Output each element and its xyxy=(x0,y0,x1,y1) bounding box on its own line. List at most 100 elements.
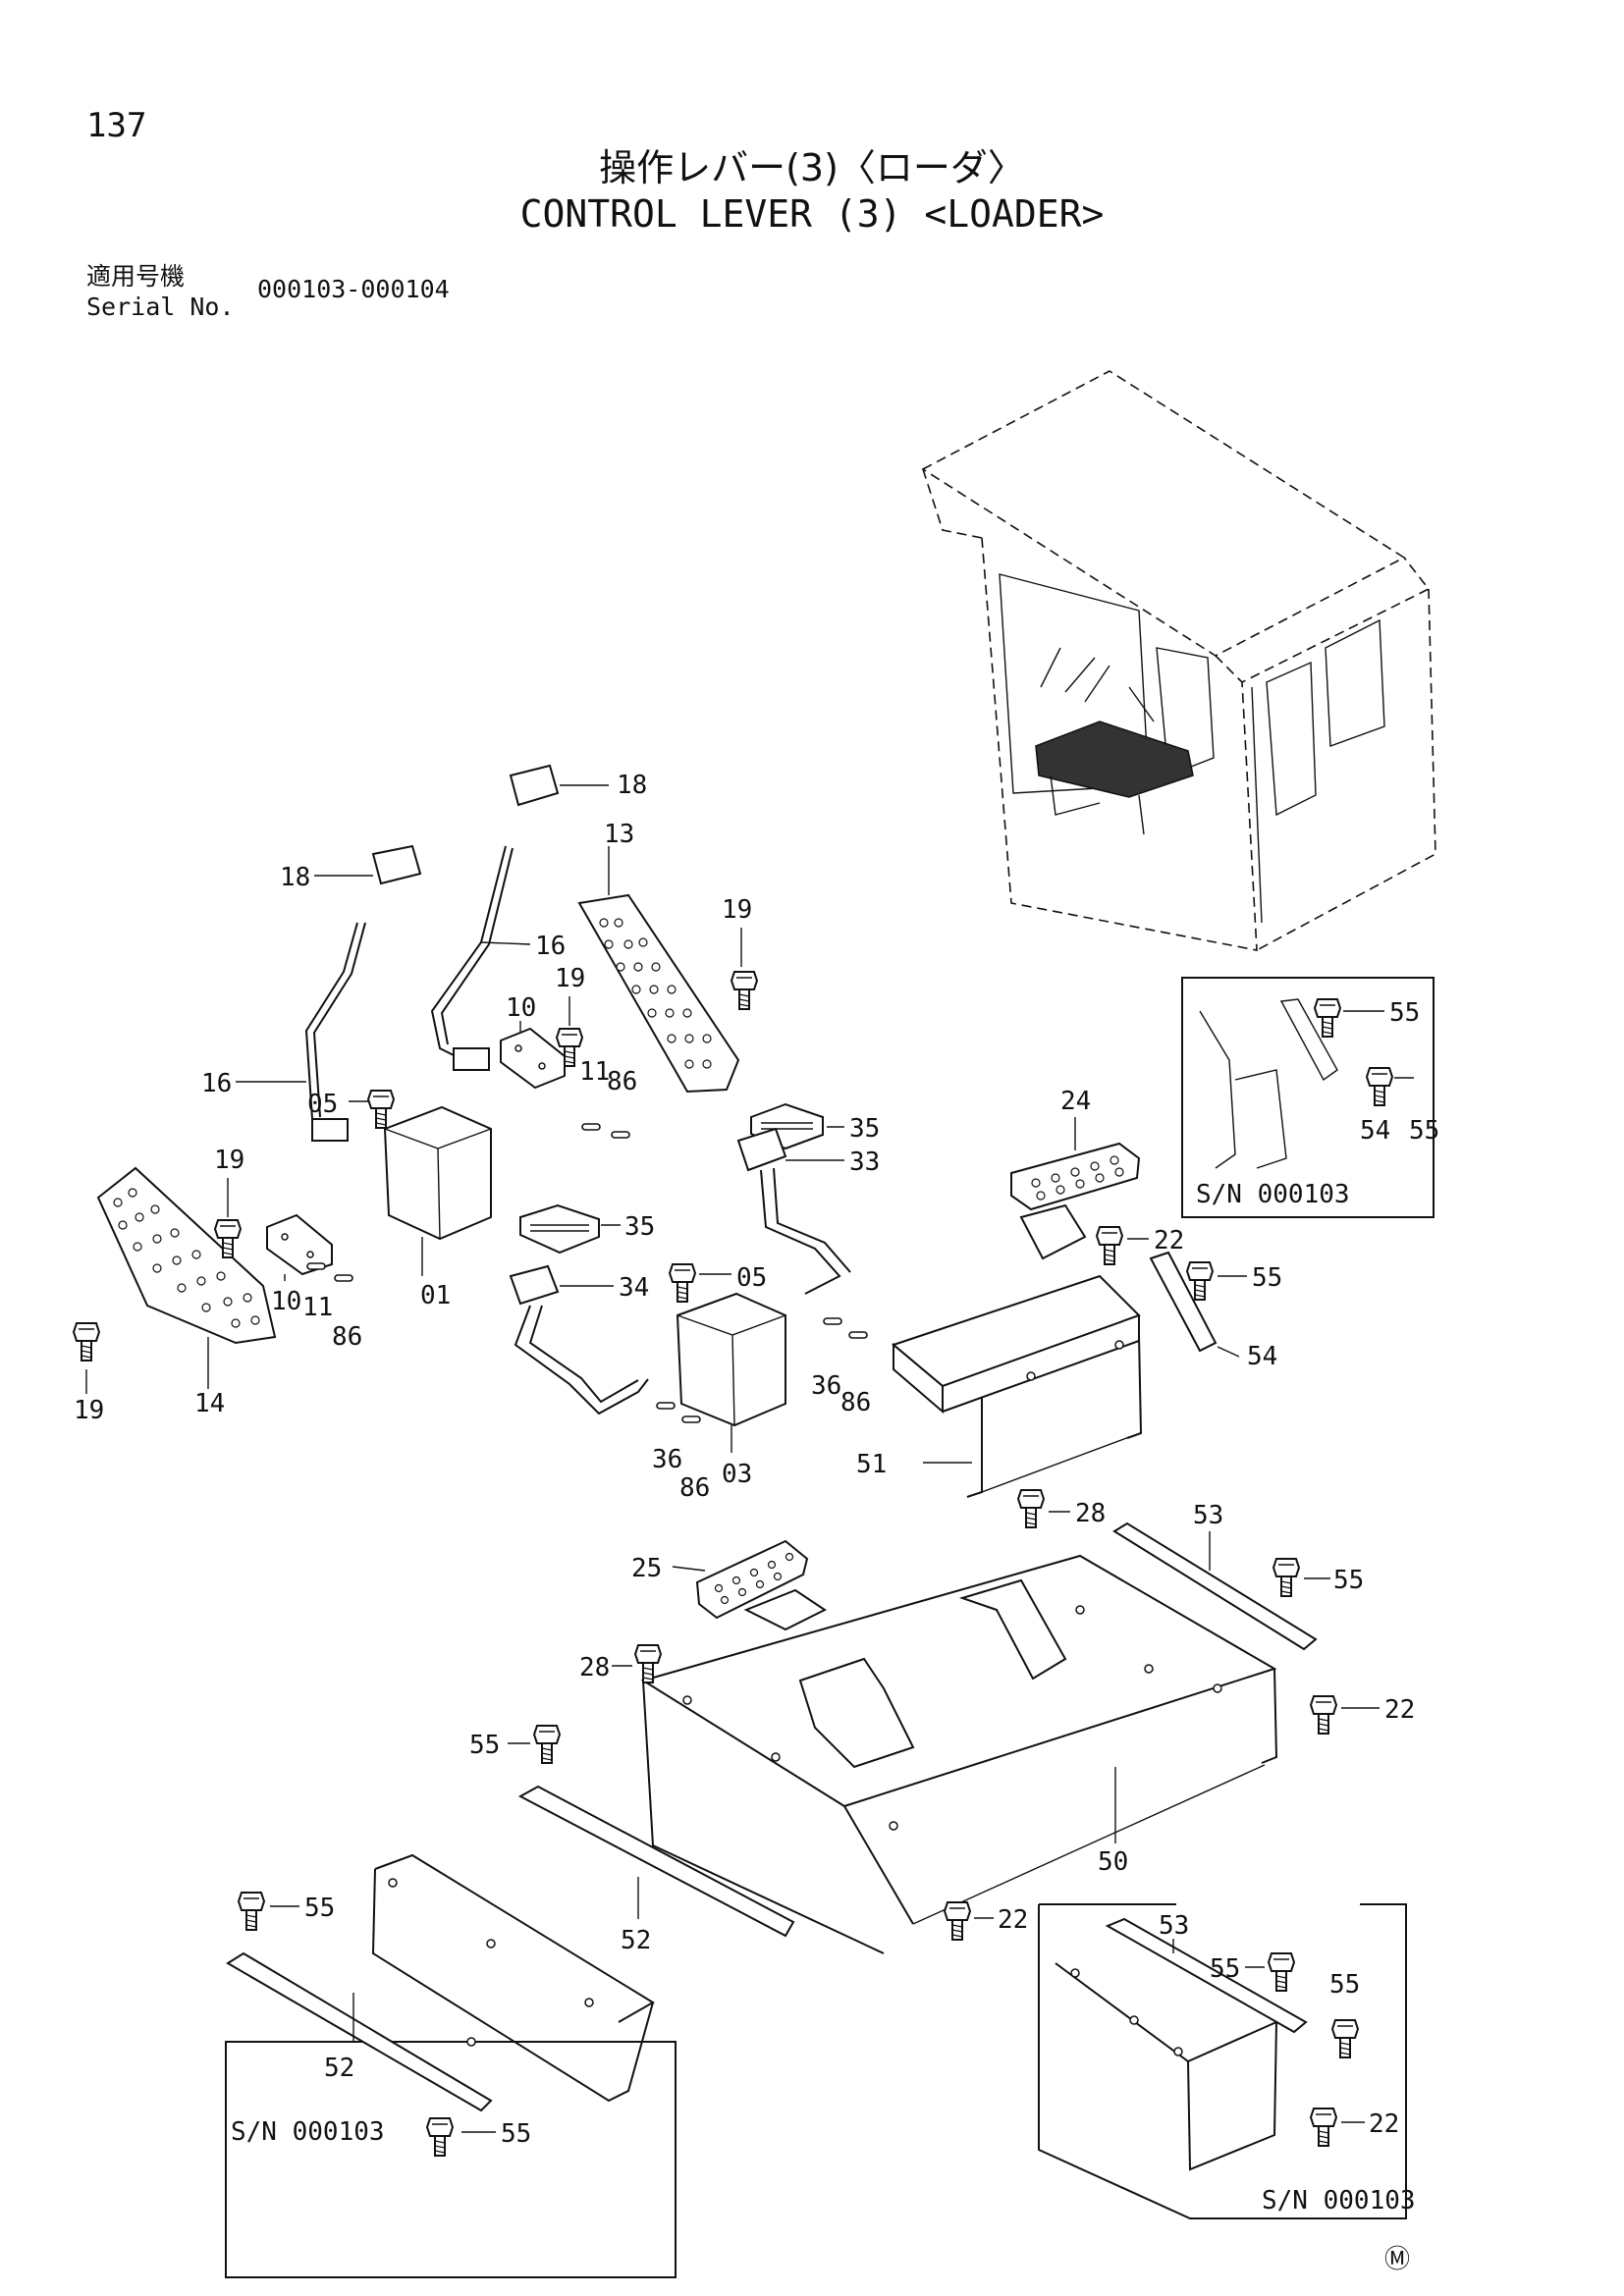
page-title: CONTROL LEVER (3) <LOADER> xyxy=(519,192,1105,236)
callout-55: 55 xyxy=(1333,1566,1364,1595)
pin-86 xyxy=(848,1331,868,1339)
bolt-19 xyxy=(73,1322,100,1362)
callout-55: 55 xyxy=(469,1731,500,1760)
callout-54: 54 xyxy=(1247,1342,1277,1371)
callout-10: 10 xyxy=(271,1287,301,1316)
callout-36: 36 xyxy=(811,1371,841,1401)
bracket-10-upper: 10 xyxy=(500,993,566,1090)
callout-54: 54 xyxy=(1360,1116,1390,1146)
callout-18: 18 xyxy=(617,771,647,800)
callout-86: 86 xyxy=(607,1067,637,1096)
callout-01: 01 xyxy=(420,1281,451,1310)
knob-18-left: 18 xyxy=(280,844,422,892)
callout-53: 53 xyxy=(1193,1501,1223,1530)
callout-55: 55 xyxy=(1210,1954,1240,1984)
callout-24: 24 xyxy=(1060,1087,1091,1116)
pin-11 xyxy=(306,1262,326,1270)
bolt-55 xyxy=(533,1725,561,1764)
pedal-25: 25 xyxy=(631,1539,827,1631)
callout-19: 19 xyxy=(722,895,752,925)
bolt-22 xyxy=(1310,1695,1337,1735)
callout-25: 25 xyxy=(631,1554,662,1583)
callout-53: 53 xyxy=(1159,1911,1189,1941)
bolt-55 xyxy=(1272,1558,1300,1597)
pilot-valve-03: 03 xyxy=(676,1292,786,1489)
floor-plate-50: 50 xyxy=(640,1554,1278,1954)
inset-serial-label: S/N 000103 xyxy=(231,2117,385,2147)
pin-36 xyxy=(823,1317,842,1325)
bolt-05 xyxy=(367,1090,395,1129)
callout-28: 28 xyxy=(1075,1499,1106,1528)
lever-16-right: 16 xyxy=(430,845,566,1071)
callout-14: 14 xyxy=(194,1389,225,1418)
pedal-lever-33: 33 xyxy=(736,1127,880,1295)
callout-52: 52 xyxy=(324,2054,354,2083)
callout-33: 33 xyxy=(849,1148,880,1177)
callout-55: 55 xyxy=(501,2119,531,2149)
knob-18-upper: 18 xyxy=(509,764,647,807)
callout-55: 55 xyxy=(304,1894,335,1923)
pin-86 xyxy=(611,1131,630,1139)
callout-52: 52 xyxy=(621,1926,651,1955)
callout-05: 05 xyxy=(307,1090,338,1119)
inset-top-right: 55 54 55 S/N 000103 xyxy=(1181,977,1439,1218)
callout-19: 19 xyxy=(74,1396,104,1425)
bolt-22 xyxy=(1096,1226,1123,1265)
callout-86: 86 xyxy=(332,1322,362,1352)
callout-35: 35 xyxy=(849,1114,880,1144)
page-number: 137 xyxy=(86,106,147,145)
callout-10: 10 xyxy=(506,993,536,1023)
pin-11 xyxy=(581,1123,601,1131)
callout-28: 28 xyxy=(579,1653,610,1682)
pedal-13: 13 xyxy=(577,820,740,1094)
callout-22: 22 xyxy=(998,1905,1028,1935)
inset-bottom-left: 55 52 55 S/N 000103 xyxy=(225,1853,677,2278)
callout-13: 13 xyxy=(604,820,634,849)
serial-label-japanese: 適用号機 xyxy=(86,262,186,291)
lever-16-left: 16 xyxy=(201,922,366,1142)
callout-35: 35 xyxy=(624,1212,655,1242)
pedal-24: 24 xyxy=(1010,1087,1141,1260)
callout-55: 55 xyxy=(1409,1116,1439,1146)
callout-22: 22 xyxy=(1384,1695,1415,1725)
rail-53: 53 xyxy=(1112,1501,1318,1651)
pin-36 xyxy=(656,1402,676,1410)
serial-label: Serial No. xyxy=(86,293,235,321)
pedal-lever-34: 34 xyxy=(509,1264,649,1415)
pad-35-lower: 35 xyxy=(519,1203,655,1255)
bolt-22 xyxy=(944,1901,971,1941)
callout-55: 55 xyxy=(1252,1263,1282,1293)
bolt-05 xyxy=(669,1263,696,1303)
bolt-19 xyxy=(731,971,758,1010)
rail-52: 52 xyxy=(517,1785,795,1955)
callout-22: 22 xyxy=(1369,2109,1399,2139)
callout-51: 51 xyxy=(856,1450,887,1479)
callout-11: 11 xyxy=(302,1293,333,1322)
callout-34: 34 xyxy=(619,1273,649,1303)
callout-86: 86 xyxy=(679,1473,710,1503)
pin-86 xyxy=(681,1415,701,1423)
bracket-10-lower: 10 xyxy=(266,1213,333,1316)
callout-55: 55 xyxy=(1389,998,1420,1028)
callout-55: 55 xyxy=(1329,1970,1360,2000)
bolt-28 xyxy=(1017,1489,1045,1528)
serial-range: 000103-000104 xyxy=(257,275,450,303)
callout-05: 05 xyxy=(736,1263,767,1293)
inset-serial-label: S/N 000103 xyxy=(1196,1180,1350,1209)
callout-16: 16 xyxy=(535,932,566,961)
cab-outline xyxy=(921,370,1436,951)
pin-86 xyxy=(334,1274,353,1282)
callout-03: 03 xyxy=(722,1460,752,1489)
callout-16: 16 xyxy=(201,1069,232,1098)
callout-19: 19 xyxy=(214,1146,244,1175)
bracket-54: 54 xyxy=(1149,1251,1277,1371)
callout-36: 36 xyxy=(652,1445,682,1474)
page-title-japanese: 操作レバー(3)〈ローダ〉 xyxy=(599,146,1025,189)
inset-bottom-right: 53 55 55 22 S/N 000103 xyxy=(1038,1903,1416,2219)
callout-50: 50 xyxy=(1098,1847,1128,1877)
inset-serial-label: S/N 000103 xyxy=(1262,2186,1416,2216)
callout-11: 11 xyxy=(579,1057,610,1087)
callout-86: 86 xyxy=(840,1388,871,1417)
pedal-14: 14 xyxy=(96,1166,277,1418)
